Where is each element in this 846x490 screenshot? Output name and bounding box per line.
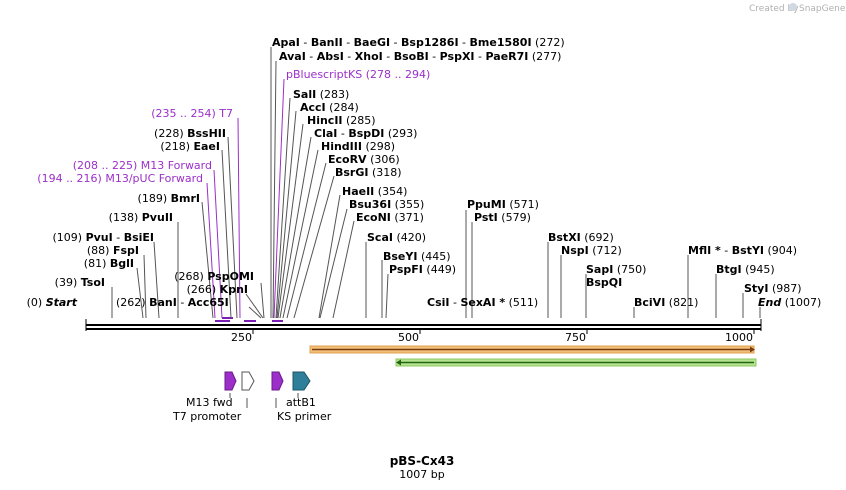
site-label-ecorv: EcoRV (306) — [328, 153, 400, 166]
site-label-eaei: (218) EaeI — [160, 140, 220, 153]
plasmid-length: 1007 bp — [399, 468, 444, 481]
feature-label-m13fwd: M13 fwd — [186, 396, 233, 409]
site-label-bstxi: BstXI (692) — [548, 231, 614, 244]
site-leaders — [111, 47, 761, 319]
site-label-btgi: BtgI (945) — [716, 263, 775, 276]
feature-label-attb1: attB1 — [286, 396, 316, 409]
credit-prefix: Created by — [749, 4, 799, 14]
green-feature-arrow[interactable] — [395, 358, 757, 367]
site-label-row1: ApaI - BanII - BaeGI - Bsp1286I - Bme158… — [272, 36, 565, 49]
site-label-bsshii: (228) BssHII — [154, 127, 226, 140]
site-label-start: (0) Start — [27, 296, 78, 309]
site-label-ppumi: PpuMI (571) — [467, 198, 539, 211]
site-label-bcivi: BciVI (821) — [634, 296, 698, 309]
site-label-clai: ClaI - BspDI (293) — [314, 127, 417, 140]
plasmid-title: pBS-Cx43 — [390, 454, 455, 468]
attb1-feature-icon[interactable] — [271, 371, 284, 391]
primer-label-m13puc: (194 .. 216) M13/pUC Forward — [37, 172, 203, 185]
site-label-fspi: (88) FspI — [87, 244, 139, 257]
site-label-mfli: MflI * - BstYI (904) — [688, 244, 797, 257]
site-label-econi: EcoNI (371) — [356, 211, 424, 224]
site-label-bsu36i: Bsu36I (355) — [349, 198, 424, 211]
site-label-pspomi: (268) PspOMI — [174, 270, 254, 283]
site-label-bani: (262) BanI - Acc65I — [116, 296, 229, 309]
primer-label-pbluescriptks: pBluescriptKS (278 .. 294) — [286, 68, 430, 81]
site-label-pspfi: PspFI (449) — [389, 263, 456, 276]
site-label-pvui: (109) PvuI - BsiEI — [52, 231, 154, 244]
site-label-bseyi: BseYI (445) — [383, 250, 451, 263]
tick-label-1000: 1000 — [725, 331, 753, 344]
site-label-nspi: NspI (712) — [561, 244, 622, 257]
site-label-bsrgi: BsrGI (318) — [335, 166, 402, 179]
tick-label-250: 250 — [231, 331, 252, 344]
t7-promoter-feature-icon[interactable] — [241, 371, 255, 391]
site-label-row2: AvaI - AbsI - XhoI - BsoBI - PspXI - Pae… — [279, 50, 561, 63]
snapgene-logo-icon — [789, 3, 797, 11]
primer-bars — [215, 317, 283, 322]
feature-label-t7promoter: T7 promoter — [172, 410, 242, 423]
site-label-kpni: (266) KpnI — [187, 283, 248, 296]
site-label-bmri: (189) BmrI — [138, 192, 200, 205]
site-label-haeii: HaeII (354) — [342, 185, 407, 198]
site-label-sali: SalI (283) — [293, 88, 349, 101]
site-label-tsoi: (39) TsoI — [55, 276, 105, 289]
site-label-end: End (1007) — [758, 296, 821, 309]
site-label-styi: StyI (987) — [744, 282, 802, 295]
orange-feature-arrow[interactable] — [309, 345, 755, 354]
site-label-acci: AccI (284) — [300, 101, 359, 114]
site-label-hincii: HincII (285) — [307, 114, 376, 127]
sequence-backbone — [85, 319, 762, 331]
site-label-pvuii: (138) PvuII — [109, 211, 173, 224]
feature-label-ksprimer: KS primer — [277, 410, 332, 423]
site-label-hindiii: HindIII (298) — [321, 140, 395, 153]
site-label-bspqi: BspQI — [586, 276, 622, 289]
tick-label-500: 500 — [398, 331, 419, 344]
primer-label-t7: (235 .. 254) T7 — [151, 107, 233, 120]
credit-brand: SnapGene — [799, 4, 846, 14]
site-label-sapi: SapI (750) — [586, 263, 646, 276]
site-label-csii: CsiI - SexAI * (511) — [427, 296, 538, 309]
m13fwd-feature-icon[interactable] — [224, 371, 237, 391]
tick-label-750: 750 — [565, 331, 586, 344]
site-label-psti: PstI (579) — [474, 211, 531, 224]
ruler: 250 500 750 1000 — [231, 329, 755, 344]
site-label-scai: ScaI (420) — [367, 231, 426, 244]
primer-label-m13forward: (208 .. 225) M13 Forward — [73, 159, 212, 172]
ks-primer-feature-icon[interactable] — [292, 371, 311, 391]
site-label-bgli: (81) BglI — [84, 257, 134, 270]
